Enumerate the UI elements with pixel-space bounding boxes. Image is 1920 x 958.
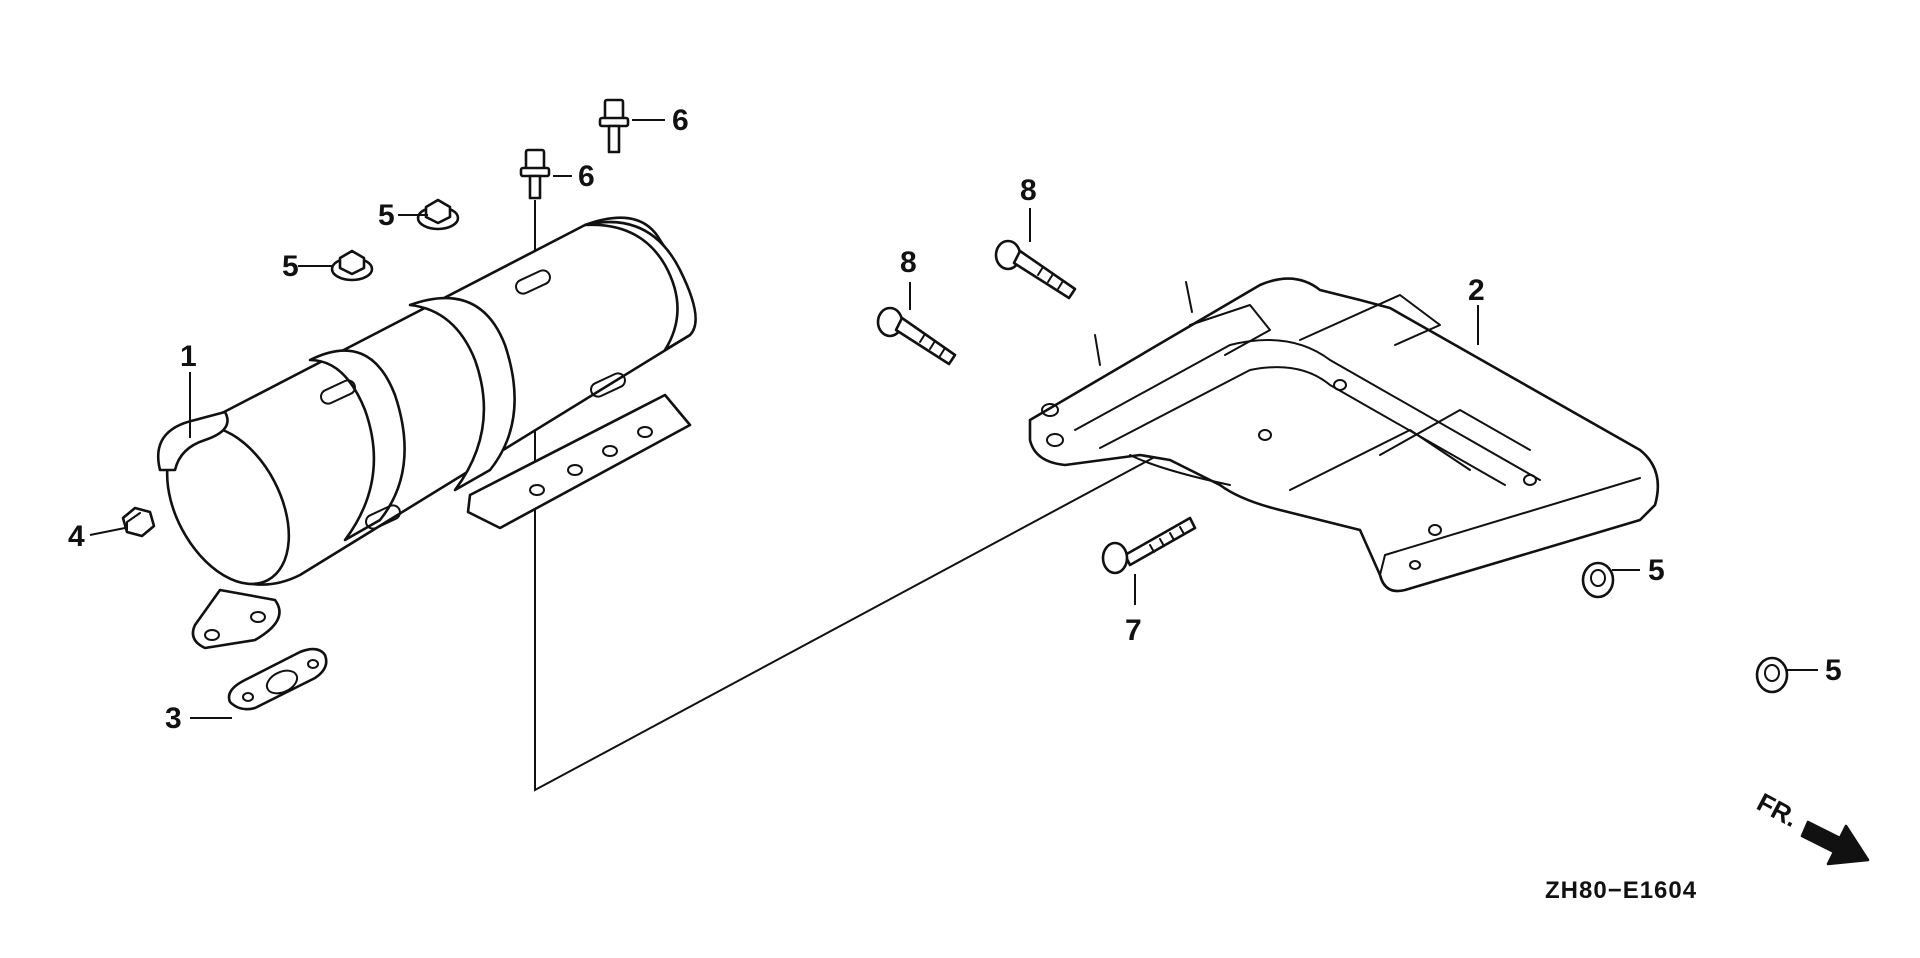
callout-5-a: 5 bbox=[282, 250, 299, 283]
arrow-right-down-icon bbox=[1800, 820, 1870, 866]
bolt-8-part-b bbox=[994, 239, 1077, 300]
gasket-part bbox=[227, 647, 328, 711]
callout-8-b: 8 bbox=[1020, 174, 1037, 207]
bolt-7-part bbox=[1101, 516, 1197, 575]
hex-nut-part bbox=[121, 506, 156, 538]
muffler-part bbox=[156, 216, 697, 650]
front-direction-marker: FR. bbox=[1752, 787, 1870, 866]
callout-2: 2 bbox=[1468, 274, 1485, 307]
callout-7: 7 bbox=[1125, 614, 1142, 647]
front-label: FR. bbox=[1752, 787, 1803, 833]
callout-6-b: 6 bbox=[672, 104, 689, 137]
bolt-8-part-a bbox=[876, 306, 957, 366]
callout-5-b: 5 bbox=[378, 199, 395, 232]
callout-8-a: 8 bbox=[900, 246, 917, 279]
flange-nut-part-b bbox=[416, 198, 460, 231]
muffler-protector-part bbox=[1028, 277, 1660, 593]
callout-6-a: 6 bbox=[578, 160, 595, 193]
flange-nut-part-c bbox=[1581, 561, 1615, 599]
callout-1: 1 bbox=[180, 340, 197, 373]
callout-5-d: 5 bbox=[1825, 654, 1842, 687]
flange-bolt-part-b bbox=[598, 98, 630, 154]
callout-4: 4 bbox=[68, 520, 85, 553]
flange-nut-part-d bbox=[1755, 656, 1789, 694]
callout-3: 3 bbox=[165, 702, 182, 735]
flange-bolt-part-a bbox=[519, 148, 551, 200]
callout-5-c: 5 bbox=[1648, 554, 1665, 587]
flange-nut-part-a bbox=[330, 249, 374, 282]
diagram-code: ZH80−E1604 bbox=[1545, 877, 1697, 904]
callout-leaders bbox=[89, 119, 1818, 719]
